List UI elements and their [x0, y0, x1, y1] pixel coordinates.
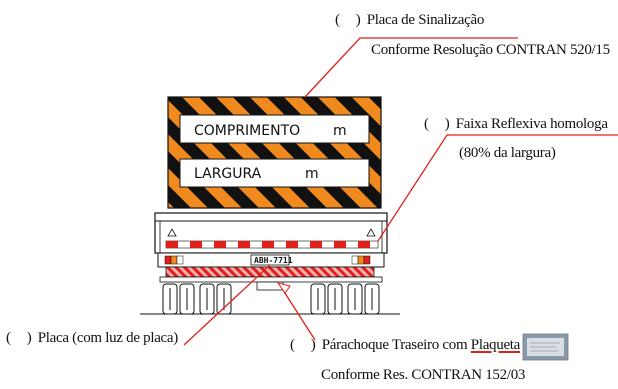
- sign-line1-text: COMPRIMENTO: [194, 123, 300, 139]
- signage-plate: COMPRIMENTO m LARGURA m: [167, 96, 382, 209]
- left-tail-light: [164, 255, 184, 265]
- bumper-arrow-icon: [276, 282, 291, 294]
- sign-line1-unit: m: [333, 123, 347, 139]
- signage-plate-subtitle: Conforme Resolução CONTRAN 520/15: [371, 42, 610, 58]
- reflective-strip-checkbox[interactable]: ( ): [424, 116, 456, 132]
- rear-bumper-subtitle: Conforme Res. CONTRAN 152/03: [321, 367, 526, 383]
- right-tail-light: [351, 255, 371, 265]
- rear-bumper-title-prefix: Párachoque Traseiro com: [321, 337, 471, 353]
- right-reflector-triangle-icon: [366, 228, 376, 237]
- license-plate: ABH-7711: [250, 254, 293, 266]
- leader-license-plate: [183, 264, 271, 346]
- leader-lines: [183, 37, 618, 346]
- license-plate-text: ABH-7711: [254, 256, 293, 265]
- plaque-thumbnail: [522, 333, 569, 361]
- license-plate-checkbox[interactable]: ( ): [6, 330, 38, 346]
- leader-rear-bumper: [282, 289, 316, 341]
- rear-bumper: [165, 266, 375, 278]
- license-plate-title: Placa (com luz de placa): [37, 330, 179, 346]
- license-plate-callout: ( )Placa (com luz de placa): [6, 330, 178, 347]
- rear-bumper-title-emph: Plaqueta: [470, 337, 521, 353]
- rear-bumper-callout: ( )Párachoque Traseiro com Plaqueta: [290, 337, 520, 354]
- left-reflector-triangle-icon: [167, 228, 177, 237]
- reflective-strip-callout: ( )Faixa Reflexiva homologa: [424, 116, 608, 133]
- rear-bumper-checkbox[interactable]: ( ): [290, 337, 322, 353]
- reflective-strip-subtitle: (80% da largura): [459, 145, 556, 161]
- reflective-strip: [165, 240, 379, 249]
- sign-line2-unit: m: [305, 166, 319, 182]
- leader-signage-plate: [304, 37, 518, 98]
- reflective-strip-title: Faixa Reflexiva homologa: [455, 116, 608, 132]
- truck-rear: ABH-7711: [140, 212, 400, 315]
- signage-plate-callout: ( )Placa de Sinalização: [335, 12, 484, 29]
- signage-plate-title: Placa de Sinalização: [366, 12, 485, 28]
- signage-plate-checkbox[interactable]: ( ): [335, 12, 367, 28]
- sign-line2-text: LARGURA: [194, 166, 262, 182]
- leader-reflective-strip: [377, 134, 618, 242]
